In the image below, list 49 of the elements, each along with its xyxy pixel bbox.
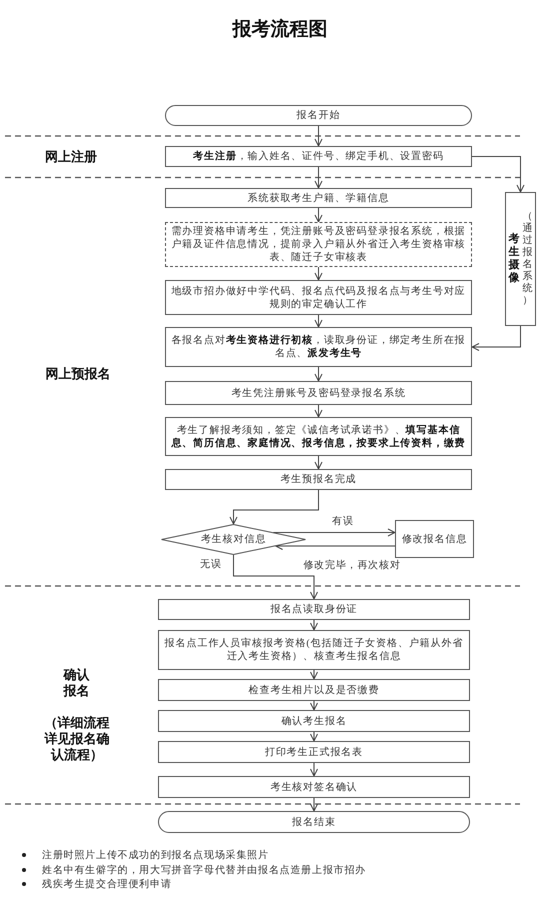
- process-box: 检查考生相片以及是否缴费: [158, 679, 470, 701]
- arrow: [472, 156, 524, 192]
- arrow: [314, 266, 322, 280]
- process-box: 确认考生报名: [158, 710, 470, 732]
- arrow: [314, 404, 322, 418]
- process-box: 各报名点对考生资格进行初核，读取身份证，绑定考生所在报名点、派发考生号: [165, 327, 472, 367]
- arrow: [230, 490, 319, 524]
- process-box: 考生凭注册账号及密码登录报名系统: [165, 381, 472, 405]
- arrow: [310, 762, 318, 776]
- arrow: [310, 700, 318, 710]
- edge-label: 修改完毕，再次核对: [302, 560, 402, 572]
- edge-label: 无误: [199, 559, 223, 571]
- process-box: 修改报名信息: [395, 520, 474, 558]
- process-box: 地级市招办做好中学代码、报名点代码及报名点与考生号对应规则的审定确认工作: [165, 280, 472, 315]
- edge-label: 有误: [331, 516, 355, 528]
- side-process-box: 考生摄像 （通过报名系统）: [505, 192, 536, 326]
- note-text: 残疾考生提交合理便利申请: [42, 878, 172, 891]
- process-box: 考生核对签名确认: [158, 776, 470, 798]
- arrow: [310, 798, 318, 812]
- arrow: [310, 620, 318, 630]
- arrow: [314, 166, 322, 188]
- arrow: [314, 366, 322, 382]
- arrow: [314, 456, 322, 470]
- arrow: [472, 326, 521, 351]
- arrow: [272, 528, 396, 536]
- optional-process-box: 需办理资格申请考生，凭注册账号及密码登录报名系统，根据户籍及证件信息情况，提前录入户籍从外省迁入考生资格审核表、随迁子女审核表: [165, 222, 472, 267]
- lane-label: 确认报名: [62, 667, 90, 699]
- note-text: 姓名中有生僻字的，用大写拼音字母代替并由报名点造册上报市招办: [42, 864, 366, 877]
- arrow: [310, 732, 318, 742]
- process-box: 考生了解报考须知，签定《诚信考试承诺书》、填写基本信息、简历信息、家庭情况、报考信息，按要求上传资料，缴费: [165, 417, 472, 456]
- end-terminal: 报名结束: [158, 811, 470, 833]
- lane-label: 网上注册: [44, 149, 98, 165]
- process-box: 报名点工作人员审核报考资格(包括随迁子女资格、户籍从外省迁入考生资格）、核查考生报名信息: [158, 630, 470, 670]
- arrow: [314, 314, 322, 328]
- process-box: 报名点读取身份证: [158, 599, 470, 620]
- process-box: 打印考生正式报名表: [158, 741, 470, 763]
- process-box: 考生注册，输入姓名、证件号、绑定手机、设置密码: [165, 146, 472, 167]
- start-terminal: 报名开始: [165, 105, 472, 126]
- lane-label: （详细流程详见报名确认流程）: [43, 715, 110, 763]
- process-box: 考生预报名完成: [165, 469, 472, 490]
- decision-diamond: 考生核对信息: [161, 524, 306, 555]
- arrow: [310, 670, 318, 680]
- arrow: [314, 208, 322, 222]
- note-text: 注册时照片上传不成功的到报名点现场采集照片: [42, 849, 269, 862]
- arrow: [314, 126, 322, 146]
- process-box: 系统获取考生户籍、学籍信息: [165, 188, 472, 208]
- arrow: [233, 554, 318, 600]
- title: 报考流程图: [232, 18, 328, 42]
- lane-label: 网上预报名: [44, 366, 112, 382]
